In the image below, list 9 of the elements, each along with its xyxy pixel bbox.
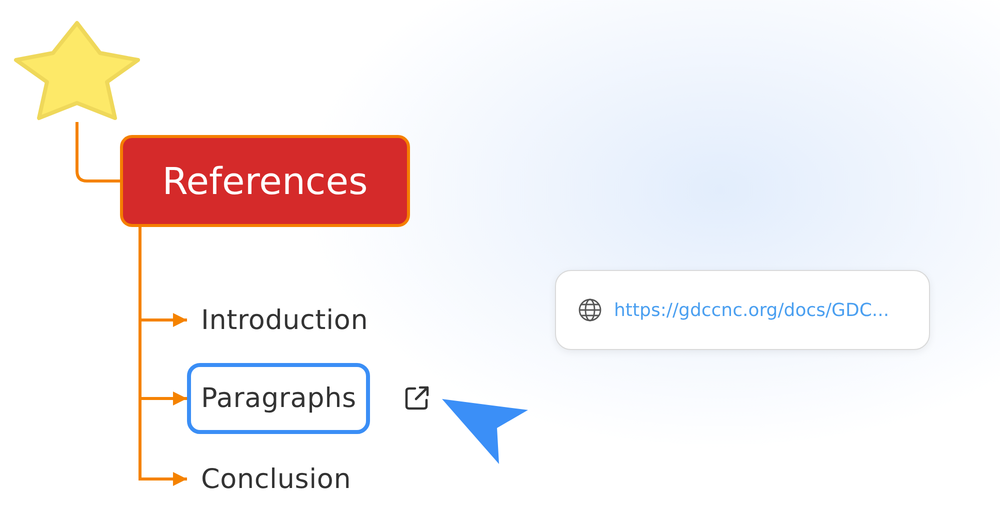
topic-label: Conclusion (187, 449, 366, 509)
link-popup (555, 270, 930, 350)
selected-topic-box: Paragraphs (187, 363, 370, 434)
topic-label: Introduction (187, 290, 382, 350)
star-shape (12, 18, 142, 122)
topic-box: References (120, 135, 410, 227)
link: https://gdccnc.org/docs/GDC... (614, 300, 890, 320)
connector-line (76, 122, 120, 182)
arrow (138, 227, 187, 486)
